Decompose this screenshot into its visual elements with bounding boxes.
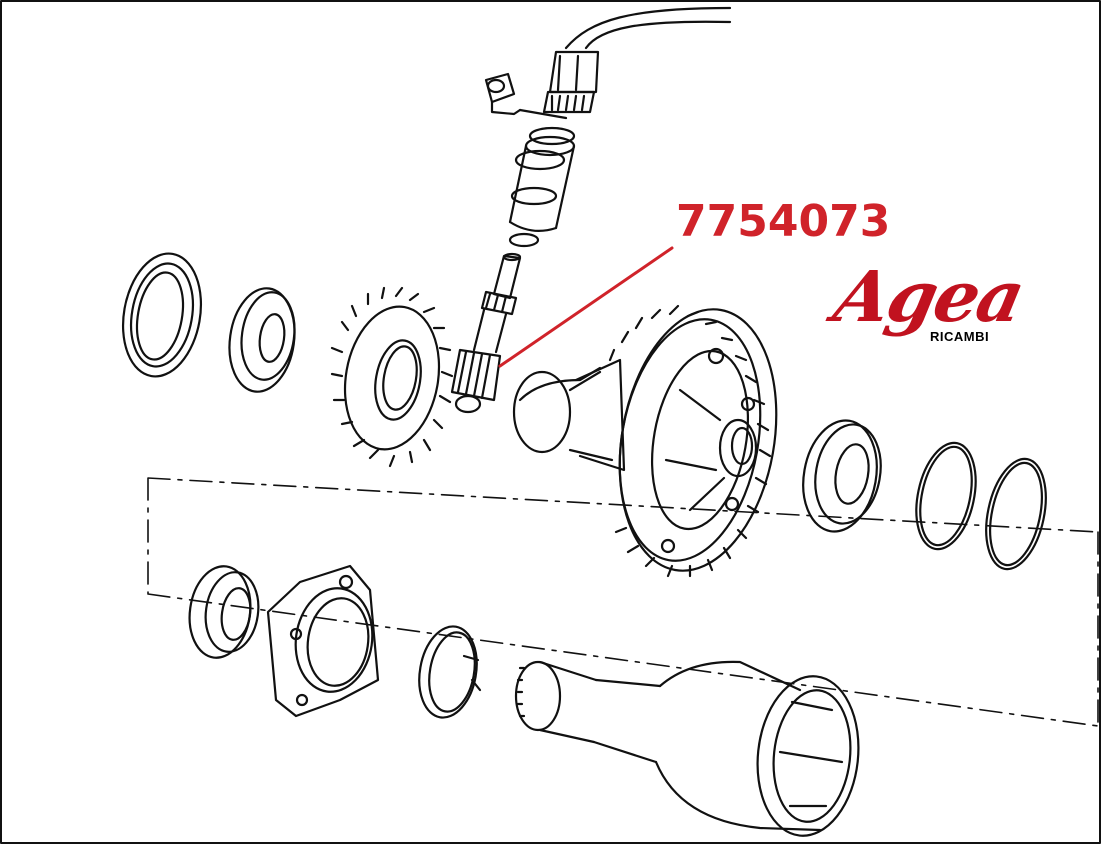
seal-ring-left (121, 252, 203, 378)
brand-logo: Agea (827, 255, 1031, 338)
flange-cover (266, 564, 380, 718)
drive-sleeve (508, 126, 576, 248)
assembly-dashed-outline (147, 477, 1099, 727)
bearing-left (228, 287, 296, 393)
differential-carrier (512, 304, 778, 578)
bearing-lower (188, 565, 260, 659)
driven-gear-shaft (450, 252, 522, 414)
speedometer-cable (542, 6, 732, 114)
snap-ring-right-1 (915, 441, 977, 551)
bevel-gear-left (330, 286, 454, 468)
drive-shaft-joint (514, 660, 860, 837)
snap-ring-right-2 (985, 457, 1047, 571)
callout-leader-line (498, 246, 674, 368)
brand-subtitle: RICAMBI (930, 329, 990, 344)
bearing-right (802, 419, 882, 533)
small-nut (484, 72, 568, 120)
part-number-callout: 7754073 (676, 196, 891, 247)
snap-ring-lower (418, 625, 482, 719)
